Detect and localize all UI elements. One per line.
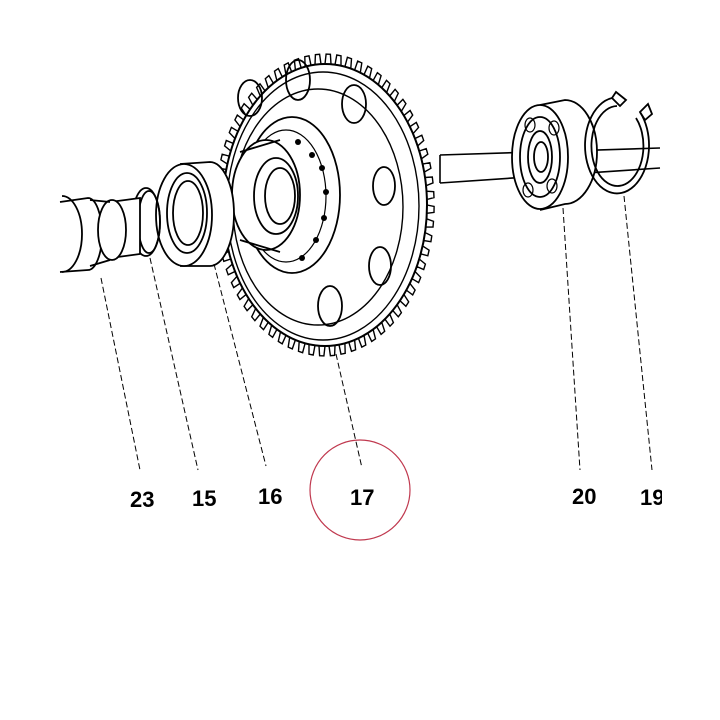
callout-17-highlight-circle [309, 439, 411, 541]
callout-16: 16 [258, 484, 282, 509]
circlip-part-19 [584, 90, 654, 195]
bearing-part-20 [511, 99, 598, 211]
leader-lines [100, 195, 653, 471]
callout-17: 17 [350, 485, 374, 510]
callout-labels: 23 15 16 17 20 19 [130, 484, 664, 512]
seal-part-16 [155, 161, 235, 267]
ring-gear-part-17 [215, 53, 435, 357]
callout-19: 19 [640, 485, 664, 510]
hub-bolt-holes [295, 139, 329, 261]
callout-23: 23 [130, 487, 154, 512]
callout-20: 20 [572, 484, 596, 509]
callout-15: 15 [192, 486, 216, 511]
hub-boss [231, 139, 301, 253]
stub-shaft-part-23 [59, 195, 141, 273]
flange-holes [237, 59, 396, 327]
